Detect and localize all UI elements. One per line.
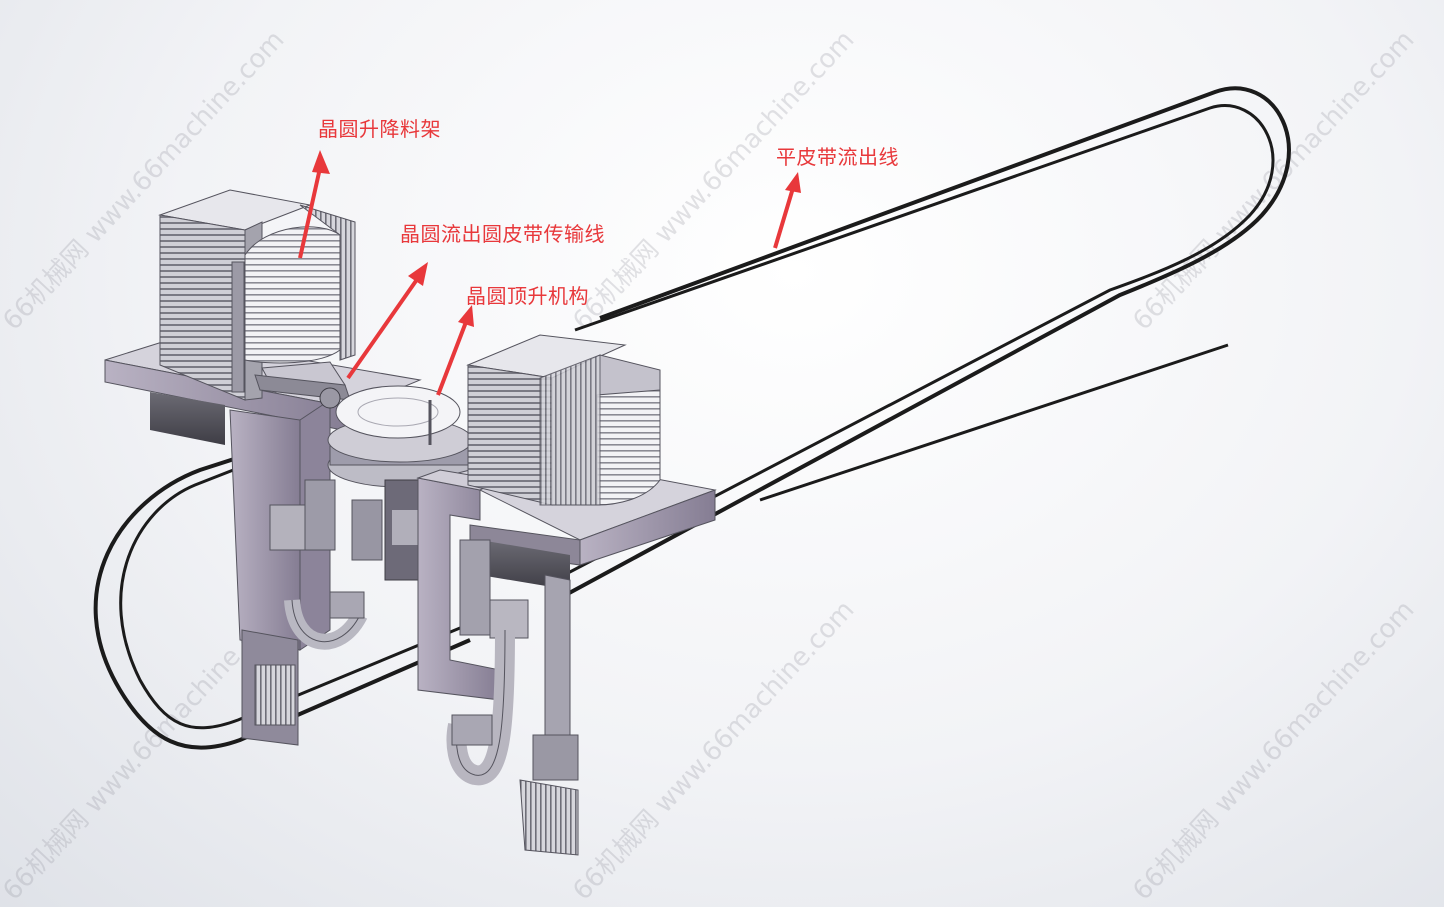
round-belt-loop [93,426,471,750]
flat-belt-loop [544,86,1291,600]
label-wafer-outflow-belt-line: 晶圆流出圆皮带传输线 [400,222,605,246]
arrow-jacking-mechanism [436,321,468,396]
arrow-outflow-belt-line [346,276,420,380]
label-wafer-lift-rack: 晶圆升降料架 [318,117,441,141]
arrow-flat-belt-line [773,187,795,249]
arrow-wafer-lift-rack [298,167,322,259]
right-station [416,334,717,856]
center-jacking [327,385,473,581]
callout-arrows [298,150,801,396]
label-wafer-jacking-mechanism: 晶圆顶升机构 [466,284,589,308]
left-station [104,189,422,746]
label-flat-belt-outflow-line: 平皮带流出线 [776,145,899,169]
